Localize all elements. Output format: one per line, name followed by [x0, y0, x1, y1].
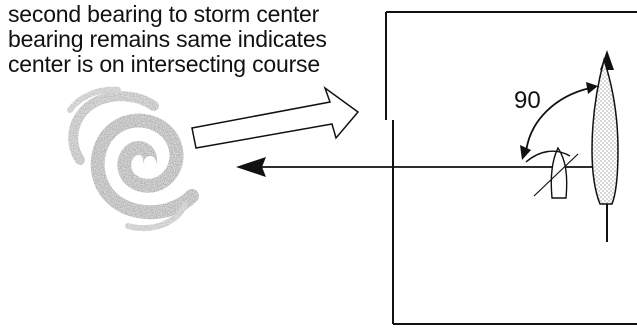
double-headed-arc-icon	[520, 82, 598, 163]
caption-line-3: center is on intersecting course	[8, 51, 320, 77]
ship-hull-icon	[591, 57, 619, 205]
caption-line-1: second bearing to storm center	[8, 1, 320, 27]
caption-line-2: bearing remains same indicates	[8, 26, 327, 52]
angle-label: 90	[514, 87, 541, 114]
hurricane-spiral-icon	[67, 86, 199, 232]
arrow-left-icon	[236, 157, 600, 177]
small-boat-icon	[533, 146, 579, 199]
caption: second bearing to storm center bearing r…	[8, 2, 388, 77]
plot-frame	[385, 11, 637, 325]
hollow-arrow-right-icon	[191, 85, 360, 149]
